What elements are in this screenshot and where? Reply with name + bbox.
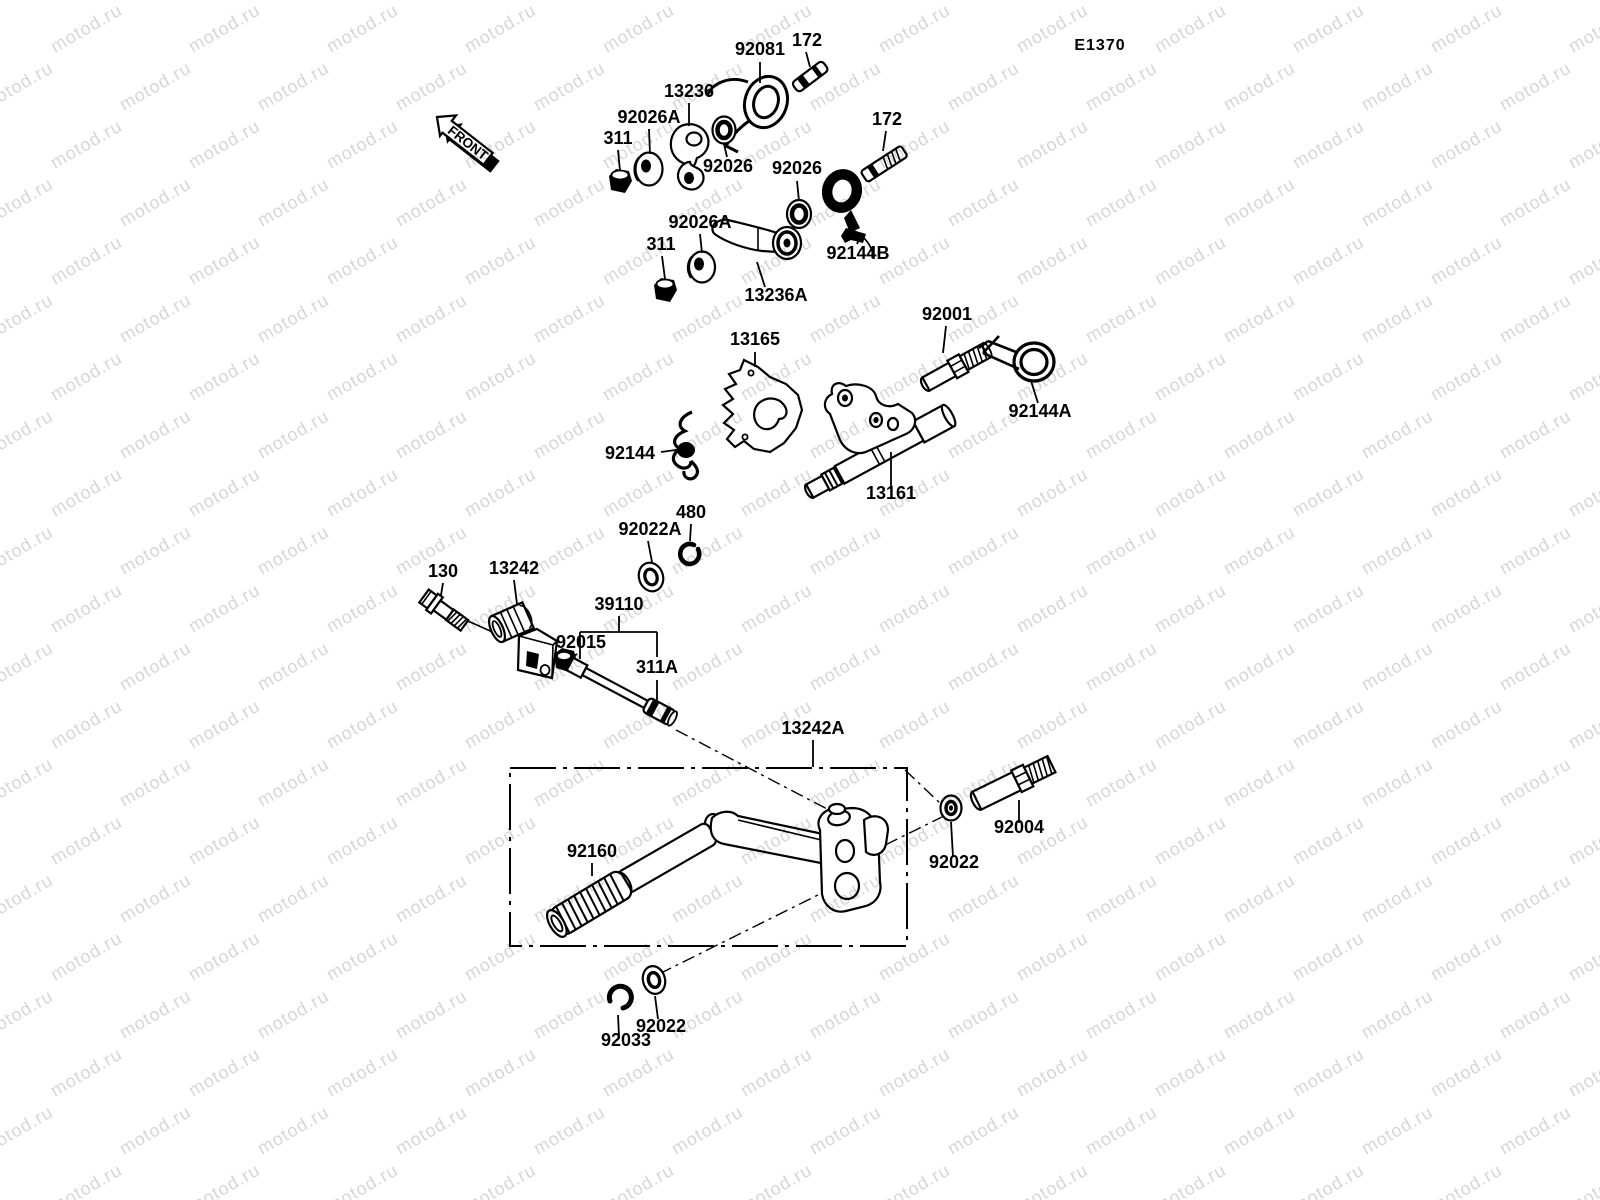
part-labels: E1370 92081 172 13236 92026A 311 92026 9… [428, 30, 1125, 1050]
part-label-311A: 311A [636, 657, 678, 677]
part-label-92026A-mid: 92026A [668, 212, 731, 232]
part-label-92022A: 92022A [618, 519, 681, 539]
part-nut-311-top [609, 169, 632, 193]
part-label-130: 130 [428, 561, 458, 581]
part-joint-13242 [487, 600, 559, 680]
leader-92001 [942, 325, 947, 354]
part-label-13242: 13242 [489, 558, 539, 578]
part-bolt-130 [417, 587, 470, 633]
part-label-172-top: 172 [792, 30, 822, 50]
part-label-172-right: 172 [872, 109, 902, 129]
part-label-92015: 92015 [556, 632, 606, 652]
part-label-92081: 92081 [735, 39, 785, 59]
leader-311-top [617, 149, 621, 172]
bracket-39110 [579, 616, 658, 706]
part-label-13242A: 13242A [781, 718, 844, 738]
part-shift-pedal-13242A [614, 802, 890, 913]
part-circlip-480 [677, 541, 702, 567]
part-bolt-92004 [969, 754, 1057, 812]
part-lever-13236A [711, 218, 803, 261]
leader-92026A-mid [699, 233, 703, 254]
part-label-311-top: 311 [603, 128, 632, 148]
part-label-480: 480 [676, 502, 706, 522]
leader-92144B [856, 234, 862, 245]
part-spring-lever-92144B [821, 169, 874, 259]
part-pedal-rubber-92160 [545, 870, 633, 938]
axis-pivot-to-bottom-washer [654, 886, 835, 977]
part-bolt-92001 [919, 341, 993, 393]
part-label-13165: 13165 [730, 329, 780, 349]
part-rod-end-311A [642, 697, 678, 727]
leader-13242 [513, 579, 518, 605]
part-gear-shaft-13161 [803, 382, 957, 500]
part-spring-clip-92144 [671, 410, 700, 481]
page-code: E1370 [1074, 37, 1125, 54]
part-circlip-92033 [606, 983, 634, 1011]
leader-130 [440, 582, 444, 596]
leader-92022-right [950, 821, 954, 858]
part-label-13236: 13236 [664, 81, 714, 101]
part-washer-92022-bottom [641, 965, 667, 995]
leader-480 [689, 523, 692, 542]
part-label-39110: 39110 [594, 594, 643, 614]
part-lever-13236 [669, 123, 710, 191]
leader-92022-bottom [654, 995, 659, 1020]
leader-92033 [617, 1014, 620, 1037]
leader-lines [440, 51, 1039, 1037]
part-washer-92026A-top [633, 151, 664, 187]
part-stud-172-right [860, 145, 908, 183]
leader-92026A-top [648, 128, 651, 155]
leader-92144A [1030, 380, 1039, 404]
part-label-92026-left: 92026 [703, 156, 753, 176]
part-label-92022-bottom: 92022 [636, 1016, 686, 1036]
part-label-92004: 92004 [994, 817, 1044, 837]
part-label-311-mid: 311 [646, 234, 675, 254]
part-washer-92026A-mid [686, 250, 717, 284]
part-label-92144B: 92144B [826, 243, 889, 263]
leader-311-mid [661, 255, 666, 280]
part-label-92160: 92160 [567, 841, 617, 861]
part-label-92022-right: 92022 [929, 852, 979, 872]
part-label-13161: 13161 [866, 483, 916, 503]
axis-corner-to-washer [904, 769, 942, 805]
part-label-92144: 92144 [605, 443, 655, 463]
part-torsion-spring-92081 [705, 74, 790, 154]
part-washer-92022A [637, 561, 665, 593]
leader-172-top [805, 51, 811, 68]
part-label-92033: 92033 [601, 1030, 651, 1050]
part-washer-92026-right [785, 198, 813, 230]
leader-92026-right [796, 180, 800, 202]
part-label-92144A: 92144A [1008, 401, 1071, 421]
part-label-92001: 92001 [922, 304, 972, 324]
part-label-92026-right: 92026 [772, 158, 822, 178]
part-label-13236A: 13236A [744, 285, 807, 305]
assembly-box-13242A [509, 767, 908, 947]
part-washer-92026-left [711, 115, 737, 145]
part-nut-311-mid [654, 278, 677, 302]
part-spring-92144A [978, 335, 1056, 383]
part-washer-92022-right [939, 794, 963, 822]
front-direction-arrow: FRONT [435, 114, 500, 173]
part-shift-plate-13165 [721, 358, 804, 454]
part-pin-172-top [791, 60, 829, 93]
leader-92026-left [723, 143, 728, 158]
front-arrow-label: FRONT [445, 123, 491, 164]
leader-13236A [756, 261, 766, 288]
leader-172-right [882, 130, 887, 152]
part-label-92026A-top: 92026A [617, 107, 680, 127]
leader-92144 [660, 448, 684, 453]
part-tie-rod-39110 [554, 648, 678, 727]
leader-92015 [568, 653, 578, 660]
axis-rod-to-pivot [675, 729, 830, 811]
leader-92022A [647, 540, 653, 563]
